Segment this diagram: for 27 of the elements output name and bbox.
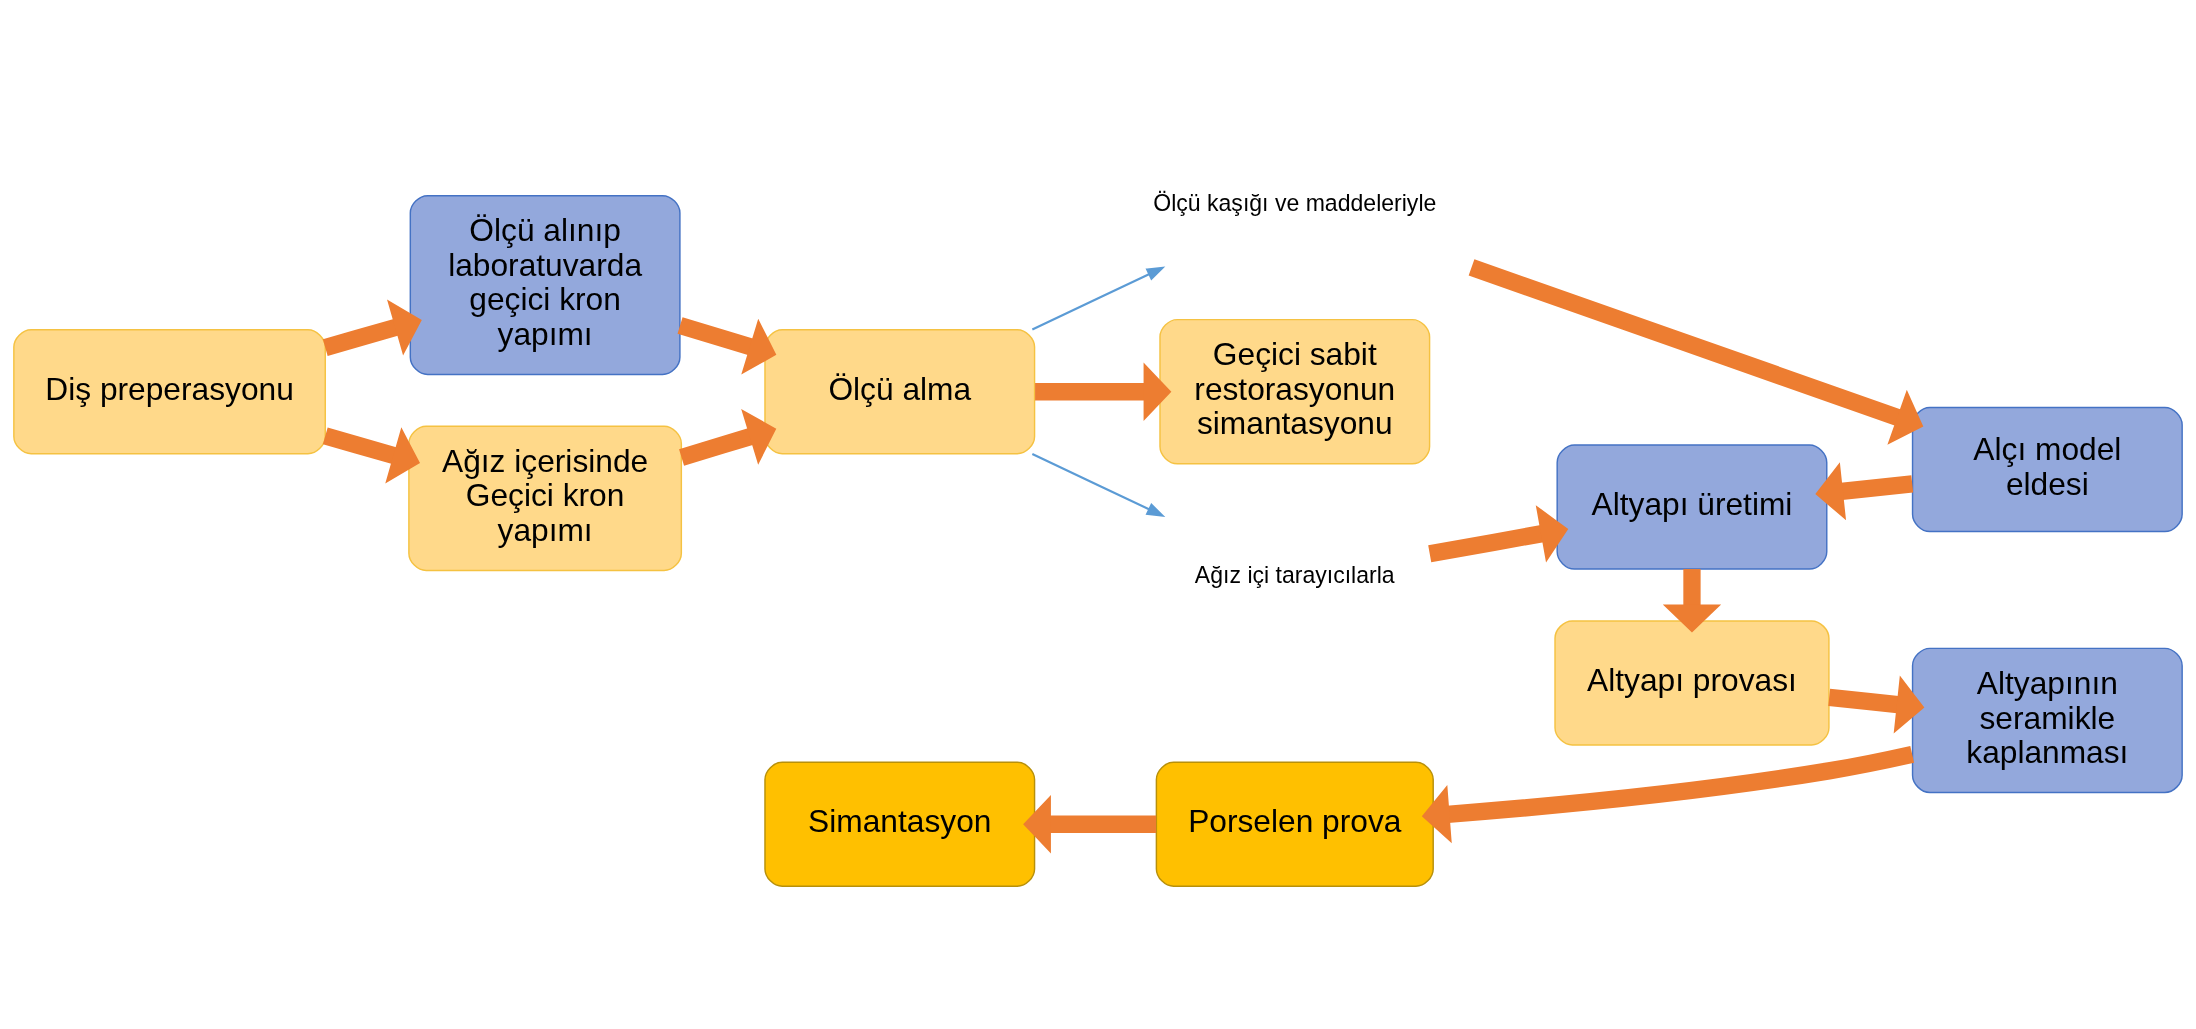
- node-text: Ölçü kaşığı ve maddeleriyle: [1153, 189, 1437, 216]
- node-box: Ölçü alınıp laboratuvarda geçici kron yapımı: [409, 194, 681, 375]
- arrow: [1023, 794, 1157, 853]
- node-box: Porselen prova: [1155, 761, 1434, 887]
- arrow: [677, 316, 777, 375]
- node-box: Alçı model eldesi: [1911, 406, 2183, 532]
- node-box: Altyapı üretimi: [1556, 443, 1828, 570]
- arrow: [1428, 504, 1569, 563]
- arrow: [1035, 362, 1172, 421]
- node-box: Simantasyon: [764, 761, 1036, 887]
- node-box: Ağız içerisinde Geçici kron yapımı: [408, 425, 683, 571]
- node-box: Geçici sabit restorasyonun simantasyonu: [1159, 318, 1431, 465]
- arrow: [1468, 258, 1924, 445]
- node-box: Altyapının seramikle kaplanması: [1911, 647, 2183, 793]
- arrow: [1828, 675, 1925, 734]
- arrow: [1662, 568, 1722, 632]
- arrow: [322, 299, 422, 356]
- arrow: [1031, 265, 1166, 331]
- node-box: Altyapı provası: [1554, 619, 1830, 746]
- arrow: [679, 408, 777, 466]
- node-box: Diş preperasyonu: [13, 328, 326, 454]
- arrow: [1031, 452, 1166, 517]
- arrow: [322, 426, 421, 483]
- node-box: Ölçü alma: [764, 328, 1036, 454]
- arrow: [1815, 461, 1914, 520]
- node-text: Ağız içi tarayıcılarla: [1194, 561, 1395, 588]
- arrow: [1421, 745, 1915, 843]
